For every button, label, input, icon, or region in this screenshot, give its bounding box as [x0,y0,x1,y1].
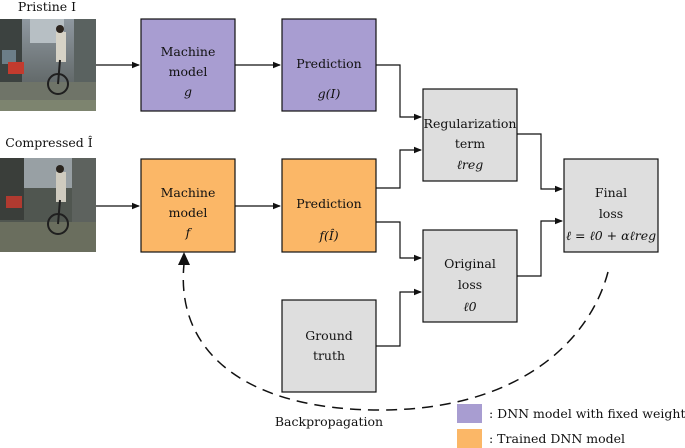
machine-model-g-box [140,18,236,112]
regularization-symbol: ℓreg [457,157,484,172]
prediction-f-title: Prediction [296,196,361,211]
regularization-line2: term [455,136,485,151]
final-loss-line2: loss [599,206,623,221]
prediction-f-box [281,158,377,253]
machine-model-f-line2: model [169,205,208,220]
arrow-prediction-f-to-regularization [376,146,422,189]
prediction-f-symbol: f(Î) [318,228,338,243]
arrow-prediction-f-to-original-loss [376,221,422,262]
compressed-street-image [0,158,96,252]
final-loss-line1: Final [595,185,627,200]
arrow-ground-truth-to-original-loss [376,288,422,347]
regularization-line1: Regularization [424,116,517,131]
original-loss-symbol: ℓ0 [463,299,476,314]
backpropagation-label: Backpropagation [275,414,383,429]
legend-trained-swatch [457,429,482,448]
ground-truth-box [281,299,377,393]
backpropagation-curve [182,263,609,411]
arrow-regularization-to-final [517,133,563,193]
original-loss-line2: loss [458,277,482,292]
machine-model-f-line1: Machine [161,185,216,200]
legend-fixed-swatch [457,404,482,423]
prediction-g-title: Prediction [296,56,361,71]
machine-model-g-line1: Machine [161,44,216,59]
final-loss-box [563,158,659,253]
machine-model-g-symbol: g [184,84,192,99]
arrow-prediction-g-to-regularization [376,64,422,121]
legend: : DNN model with fixed weights : Trained… [457,404,685,448]
original-loss-line1: Original [444,256,496,271]
ground-truth-line2: truth [313,348,345,363]
machine-model-g-line2: model [169,64,208,79]
backpropagation-arrowhead [178,252,190,265]
pristine-input-label: Pristine I [18,0,76,14]
prediction-g-box [281,18,377,112]
final-loss-formula: ℓ = ℓ0 + αℓreg [566,228,656,243]
pristine-street-image [0,19,96,111]
machine-model-f-symbol: f [185,225,193,240]
legend-fixed-label: : DNN model with fixed weights [489,406,685,421]
legend-trained-label: : Trained DNN model [489,431,625,446]
ground-truth-line1: Ground [305,328,353,343]
arrow-original-loss-to-final [517,217,563,277]
compressed-input-label: Compressed Î [5,135,93,150]
prediction-g-symbol: g(I) [318,86,341,101]
regularization-term-box [422,88,518,182]
